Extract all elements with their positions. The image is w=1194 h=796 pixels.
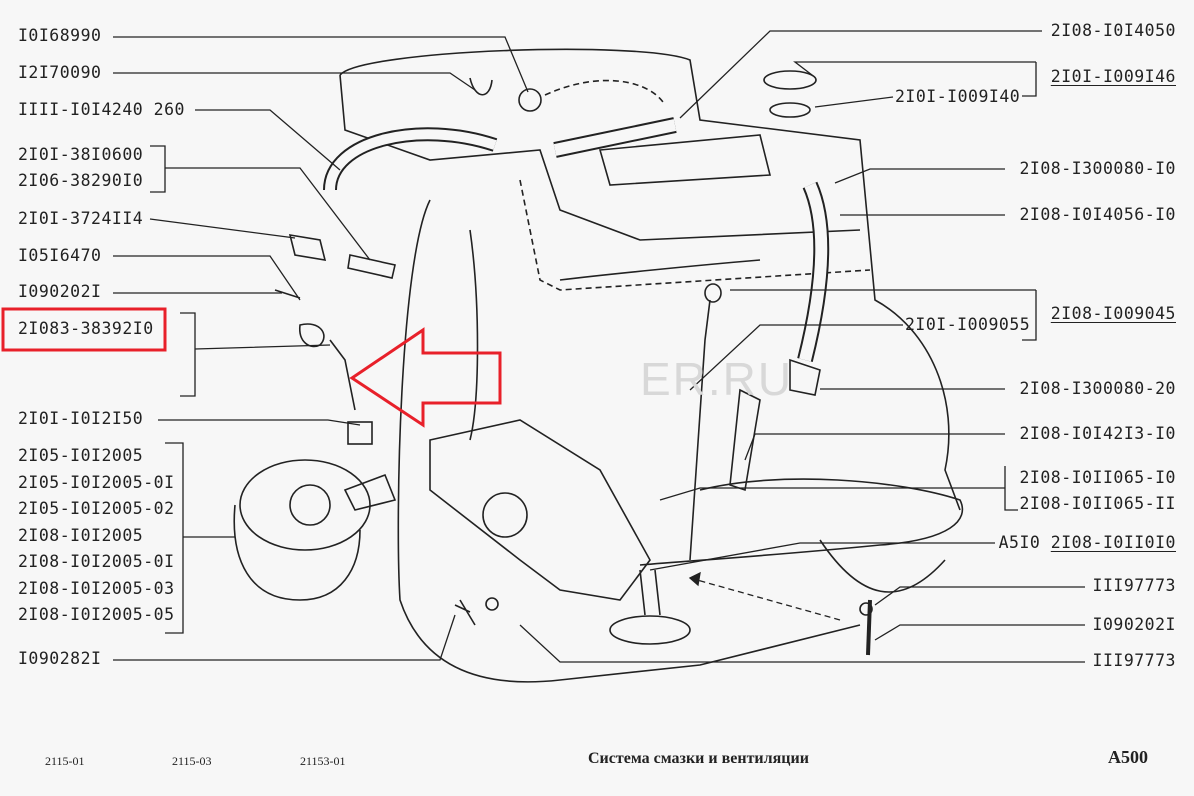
part-label[interactable]: 2I08-I0I42I3-I0 <box>1019 424 1176 443</box>
part-label[interactable]: 2I08-I0I4050 <box>1050 21 1176 40</box>
oil-filter-label[interactable]: 2I05-I0I2005-0I <box>18 473 175 492</box>
part-label[interactable]: 2I0I-I0I2I50 <box>18 409 144 428</box>
model-code: 2115-03 <box>172 754 212 768</box>
assembly-prefix: A5I0 <box>998 533 1041 552</box>
assembly-label-row: A5I0 2I08-I0II0I0 <box>999 533 1176 553</box>
leader-lines <box>113 30 1085 663</box>
diagram-title: Система смазки и вентиляции <box>588 750 809 767</box>
breather-hoses <box>323 70 830 561</box>
part-label[interactable]: 2I0I-3724II4 <box>18 209 144 228</box>
model-code: 21153-01 <box>300 754 346 768</box>
part-label[interactable]: III97773 <box>1092 651 1176 670</box>
page-code: A500 <box>1108 747 1148 767</box>
part-label[interactable]: 2I0I-38I0600 <box>18 145 144 164</box>
assembly-label[interactable]: 2I08-I0II0I0 <box>1050 533 1176 552</box>
part-label[interactable]: 2I08-I0II065-II <box>1019 494 1176 513</box>
oil-filter-label[interactable]: 2I05-I0I2005-02 <box>18 499 175 518</box>
model-code: 2115-01 <box>45 754 85 768</box>
part-label[interactable]: I2I70090 <box>18 63 102 82</box>
oil-pump-and-sensors <box>274 234 873 656</box>
oil-filter-label[interactable]: 2I08-I0I2005-0I <box>18 552 175 571</box>
oil-filter-label[interactable]: 2I05-I0I2005 <box>18 446 144 465</box>
part-label[interactable]: IIII-I0I4240 260 <box>18 100 185 119</box>
oil-filter-label[interactable]: 2I08-I0I2005-03 <box>18 579 175 598</box>
part-label[interactable]: I090202I <box>1092 615 1176 634</box>
assembly-label[interactable]: 2I0I-I009I46 <box>1050 67 1176 86</box>
part-label[interactable]: I0I68990 <box>18 26 102 45</box>
part-label[interactable]: I090282I <box>18 649 102 668</box>
part-label[interactable]: 2I0I-I009I40 <box>895 87 1021 106</box>
part-label[interactable]: I090202I <box>18 282 102 301</box>
oil-filter-label[interactable]: 2I08-I0I2005-05 <box>18 605 175 624</box>
engine-block-outline <box>339 48 964 683</box>
highlight-arrow <box>349 327 502 428</box>
part-label[interactable]: 2I0I-I009055 <box>905 315 1031 334</box>
part-label[interactable]: 2I08-I0I4056-I0 <box>1019 205 1176 224</box>
oil-filter-label[interactable]: 2I08-I0I2005 <box>18 526 144 545</box>
oil-filter <box>233 459 397 601</box>
highlighted-part-label[interactable]: 2I083-38392I0 <box>18 319 154 338</box>
part-label[interactable]: III97773 <box>1092 576 1176 595</box>
part-label[interactable]: I05I6470 <box>18 246 102 265</box>
part-label[interactable]: 2I06-38290I0 <box>18 171 144 190</box>
watermark: ER.RU <box>640 353 794 405</box>
part-label[interactable]: 2I08-I0II065-I0 <box>1019 468 1176 487</box>
highlight-box <box>1 307 167 352</box>
part-label[interactable]: 2I08-I300080-20 <box>1019 379 1176 398</box>
assembly-label[interactable]: 2I08-I009045 <box>1050 304 1176 323</box>
part-label[interactable]: 2I08-I300080-I0 <box>1019 159 1176 178</box>
